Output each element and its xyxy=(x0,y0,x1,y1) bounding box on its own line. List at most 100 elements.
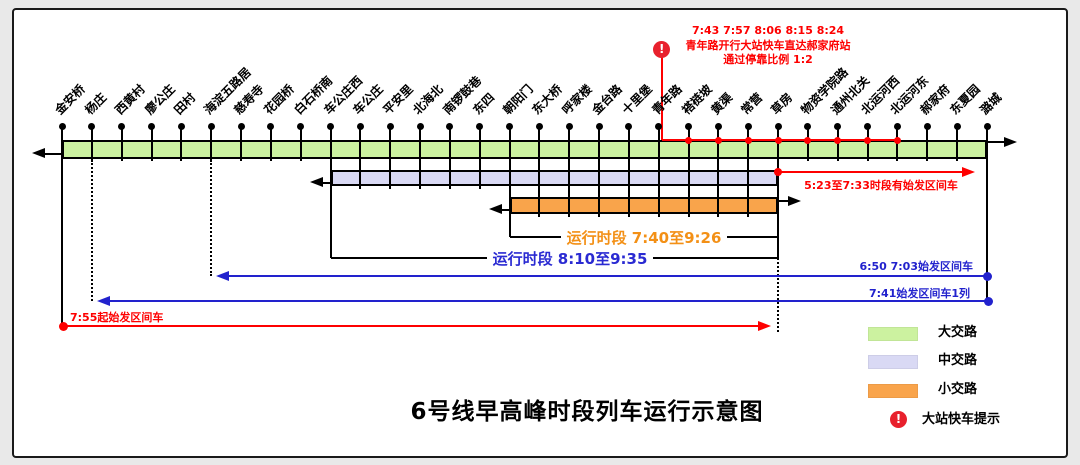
station-dot xyxy=(356,122,364,130)
station-tick xyxy=(329,128,332,189)
station-tick xyxy=(90,128,93,161)
station-label: 草房 xyxy=(768,90,796,118)
legend-label-middle: 中交路 xyxy=(938,353,978,368)
legend-label-express: 大站快车提示 xyxy=(922,412,1001,427)
station-dot xyxy=(446,122,454,130)
express-stop-dot xyxy=(685,136,693,144)
station-dot xyxy=(416,122,424,130)
station-tick xyxy=(896,128,899,161)
station-dot xyxy=(714,122,722,130)
major-left-arrow xyxy=(32,148,45,158)
station-tick xyxy=(657,128,660,217)
early-interval-arrow xyxy=(962,166,975,177)
middle-left-arrow xyxy=(310,177,323,187)
jinanqiao-drop-line xyxy=(61,158,63,326)
station-tick xyxy=(926,128,929,161)
station-tick xyxy=(717,128,720,217)
express-stop-dot xyxy=(864,136,872,144)
express-vertical-line xyxy=(660,57,663,140)
station-dot xyxy=(834,122,842,130)
express-note-description: 青年路开行大站快车直达郝家府站 xyxy=(685,38,851,52)
station-label: 褡裢坡 xyxy=(679,81,715,118)
early-interval-line xyxy=(778,171,962,173)
station-tick xyxy=(269,128,272,161)
station-label: 平安里 xyxy=(380,81,416,118)
station-dot xyxy=(207,122,215,130)
legend-swatch-middle xyxy=(868,355,918,369)
station-dot xyxy=(864,122,872,130)
page-title: 6号线早高峰时段列车运行示意图 xyxy=(410,399,764,425)
station-label: 十里堡 xyxy=(619,81,655,118)
express-stop-dot xyxy=(834,136,842,144)
major-right-line xyxy=(987,141,1005,143)
minor-route-period-label: 运行时段 7:40至9:26 xyxy=(539,227,749,248)
minor-route-period-text: 运行时段 7:40至9:26 xyxy=(560,229,728,247)
station-dot xyxy=(565,122,573,130)
station-tick xyxy=(568,128,571,217)
station-dot xyxy=(535,122,543,130)
station-tick xyxy=(956,128,959,161)
express-stop-dot xyxy=(714,136,722,144)
station-dot xyxy=(804,122,812,130)
blue-line-2-label: 7:41始发区间车1列 xyxy=(868,287,970,300)
legend-swatch-major xyxy=(868,327,918,341)
dotted-line-caofang xyxy=(777,258,780,332)
dotted-line-yangzhuang xyxy=(90,160,93,301)
middle-bracket-left xyxy=(329,186,332,258)
middle-left-line xyxy=(322,181,331,184)
station-tick xyxy=(61,128,63,161)
blue-line-1-dot xyxy=(982,271,992,281)
station-label: 青年路 xyxy=(649,81,685,118)
station-label: 朝阳门 xyxy=(499,81,536,118)
station-dot xyxy=(983,122,991,130)
station-tick xyxy=(687,128,690,217)
blue-line-1-label: 6:50 7:03始发区间车 xyxy=(859,260,973,273)
blue-line-2-arrow xyxy=(97,295,110,306)
station-tick xyxy=(747,128,750,217)
station-dot xyxy=(923,122,931,130)
major-route-band xyxy=(62,140,987,159)
minor-bracket-left xyxy=(508,215,511,237)
station-tick xyxy=(478,128,481,189)
legend-label-major: 大交路 xyxy=(938,325,978,340)
station-dot xyxy=(297,122,305,130)
station-tick xyxy=(419,128,422,189)
lucheng-drop-line xyxy=(986,158,988,301)
station-label: 常营 xyxy=(738,90,766,118)
station-dot xyxy=(148,122,156,130)
express-note: 7:43 7:57 8:06 8:15 8:24 青年路开行大站快车直达郝家府站… xyxy=(647,24,889,68)
route-bracket-right xyxy=(777,215,780,258)
station-label: 花园桥 xyxy=(261,81,297,118)
blue-line-2 xyxy=(107,300,988,302)
station-tick xyxy=(508,128,511,217)
station-tick xyxy=(448,128,451,189)
station-dot xyxy=(476,122,484,130)
blue-line-1 xyxy=(226,275,987,277)
red-bottom-line xyxy=(63,325,759,327)
middle-route-period-label: 运行时段 8:10至9:35 xyxy=(460,248,680,269)
station-label: 金安桥 xyxy=(52,81,88,118)
express-stop-dot xyxy=(804,136,812,144)
station-dot xyxy=(953,122,961,130)
station-dot xyxy=(625,122,633,130)
station-dot xyxy=(118,122,126,130)
station-dot xyxy=(58,122,66,130)
minor-route-band xyxy=(509,197,779,214)
station-tick xyxy=(359,128,362,189)
station-tick xyxy=(866,128,869,161)
station-dot xyxy=(386,122,394,130)
station-dot xyxy=(237,122,245,130)
station-label: 东大桥 xyxy=(529,81,566,118)
station-tick xyxy=(627,128,630,217)
express-note-times: 7:43 7:57 8:06 8:15 8:24 xyxy=(691,24,845,37)
legend-swatch-minor xyxy=(868,384,918,398)
express-stop-dot xyxy=(744,136,752,144)
station-label: 东夏园 xyxy=(947,81,983,118)
station-tick xyxy=(836,128,839,161)
station-tick xyxy=(986,128,988,161)
station-tick xyxy=(598,128,601,217)
station-dot xyxy=(267,122,275,130)
station-tick xyxy=(299,128,302,161)
